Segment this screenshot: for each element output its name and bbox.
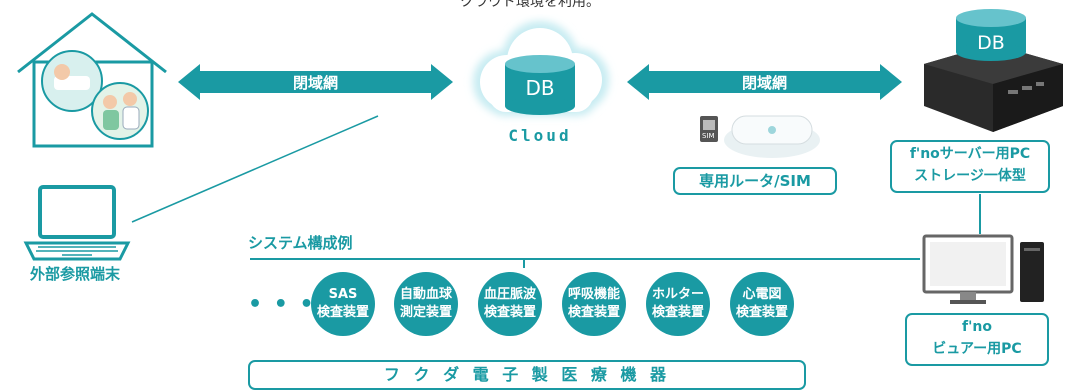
server-caption-line-2: ストレージ一体型 xyxy=(914,168,1026,184)
server-pc-icon: DB xyxy=(918,6,1068,136)
external-terminal-label: 外部参照端末 xyxy=(29,265,120,283)
router-icon: SIM xyxy=(690,106,840,166)
system-example-label: システム構成例 xyxy=(248,234,353,252)
brand-bar: フ ク ダ 電 子 製 医 療 機 器 xyxy=(248,360,806,390)
viewer-caption-box: f'no ビュアー用PC xyxy=(905,313,1049,366)
cloud-caption: Cloud xyxy=(508,126,572,145)
closed-network-label-right: 閉域網 xyxy=(741,74,787,92)
server-viewer-connector xyxy=(979,194,981,234)
device-line-1: ホルター xyxy=(651,287,704,303)
device-ecg: 心電図検査装置 xyxy=(730,272,794,336)
device-line-2: 検査装置 xyxy=(316,305,369,320)
viewer-caption-line-2: ビュアー用PC xyxy=(932,341,1022,357)
sim-text: SIM xyxy=(702,132,715,140)
device-blood-analyzer: 自動血球測定装置 xyxy=(394,272,458,336)
device-line-2: 測定装置 xyxy=(399,305,452,320)
router-sim-label: 専用ルータ/SIM xyxy=(673,167,837,195)
closed-network-label-left: 閉域網 xyxy=(292,74,338,92)
more-devices-ellipsis: • • • xyxy=(248,292,316,317)
device-line-1: 血圧脈波 xyxy=(483,287,536,303)
cloud-db-label: DB xyxy=(525,76,555,100)
laptop-icon xyxy=(22,183,132,263)
device-line-1: 心電図 xyxy=(742,287,782,303)
viewer-caption-line-1: f'no xyxy=(962,319,992,335)
server-db-label: DB xyxy=(977,32,1005,54)
server-caption-box: f'noサーバー用PC ストレージ一体型 xyxy=(890,140,1050,193)
device-line-1: SAS xyxy=(328,287,358,303)
device-line-2: 検査装置 xyxy=(651,305,704,320)
cloud-icon: DB xyxy=(455,14,625,129)
device-line-2: 検査装置 xyxy=(567,305,620,320)
device-line-1: 呼吸機能 xyxy=(567,287,620,303)
device-line-2: 検査装置 xyxy=(735,305,788,320)
server-caption-line-1: f'noサーバー用PC xyxy=(909,146,1031,162)
device-respiratory-function: 呼吸機能検査装置 xyxy=(562,272,626,336)
device-sas: SAS 検査装置 xyxy=(311,272,375,336)
closed-network-arrow-left: 閉域網 xyxy=(178,64,453,100)
device-line-1: 自動血球 xyxy=(399,287,452,303)
device-holter: ホルター検査装置 xyxy=(646,272,710,336)
device-line-2: 検査装置 xyxy=(483,305,536,320)
device-blood-pressure-pulse: 血圧脈波検査装置 xyxy=(478,272,542,336)
top-note: クラウド環境を利用。 xyxy=(460,0,600,10)
closed-network-arrow-right: 閉域網 xyxy=(627,64,902,100)
viewer-pc-icon xyxy=(922,232,1052,307)
home-illustration xyxy=(10,6,175,151)
